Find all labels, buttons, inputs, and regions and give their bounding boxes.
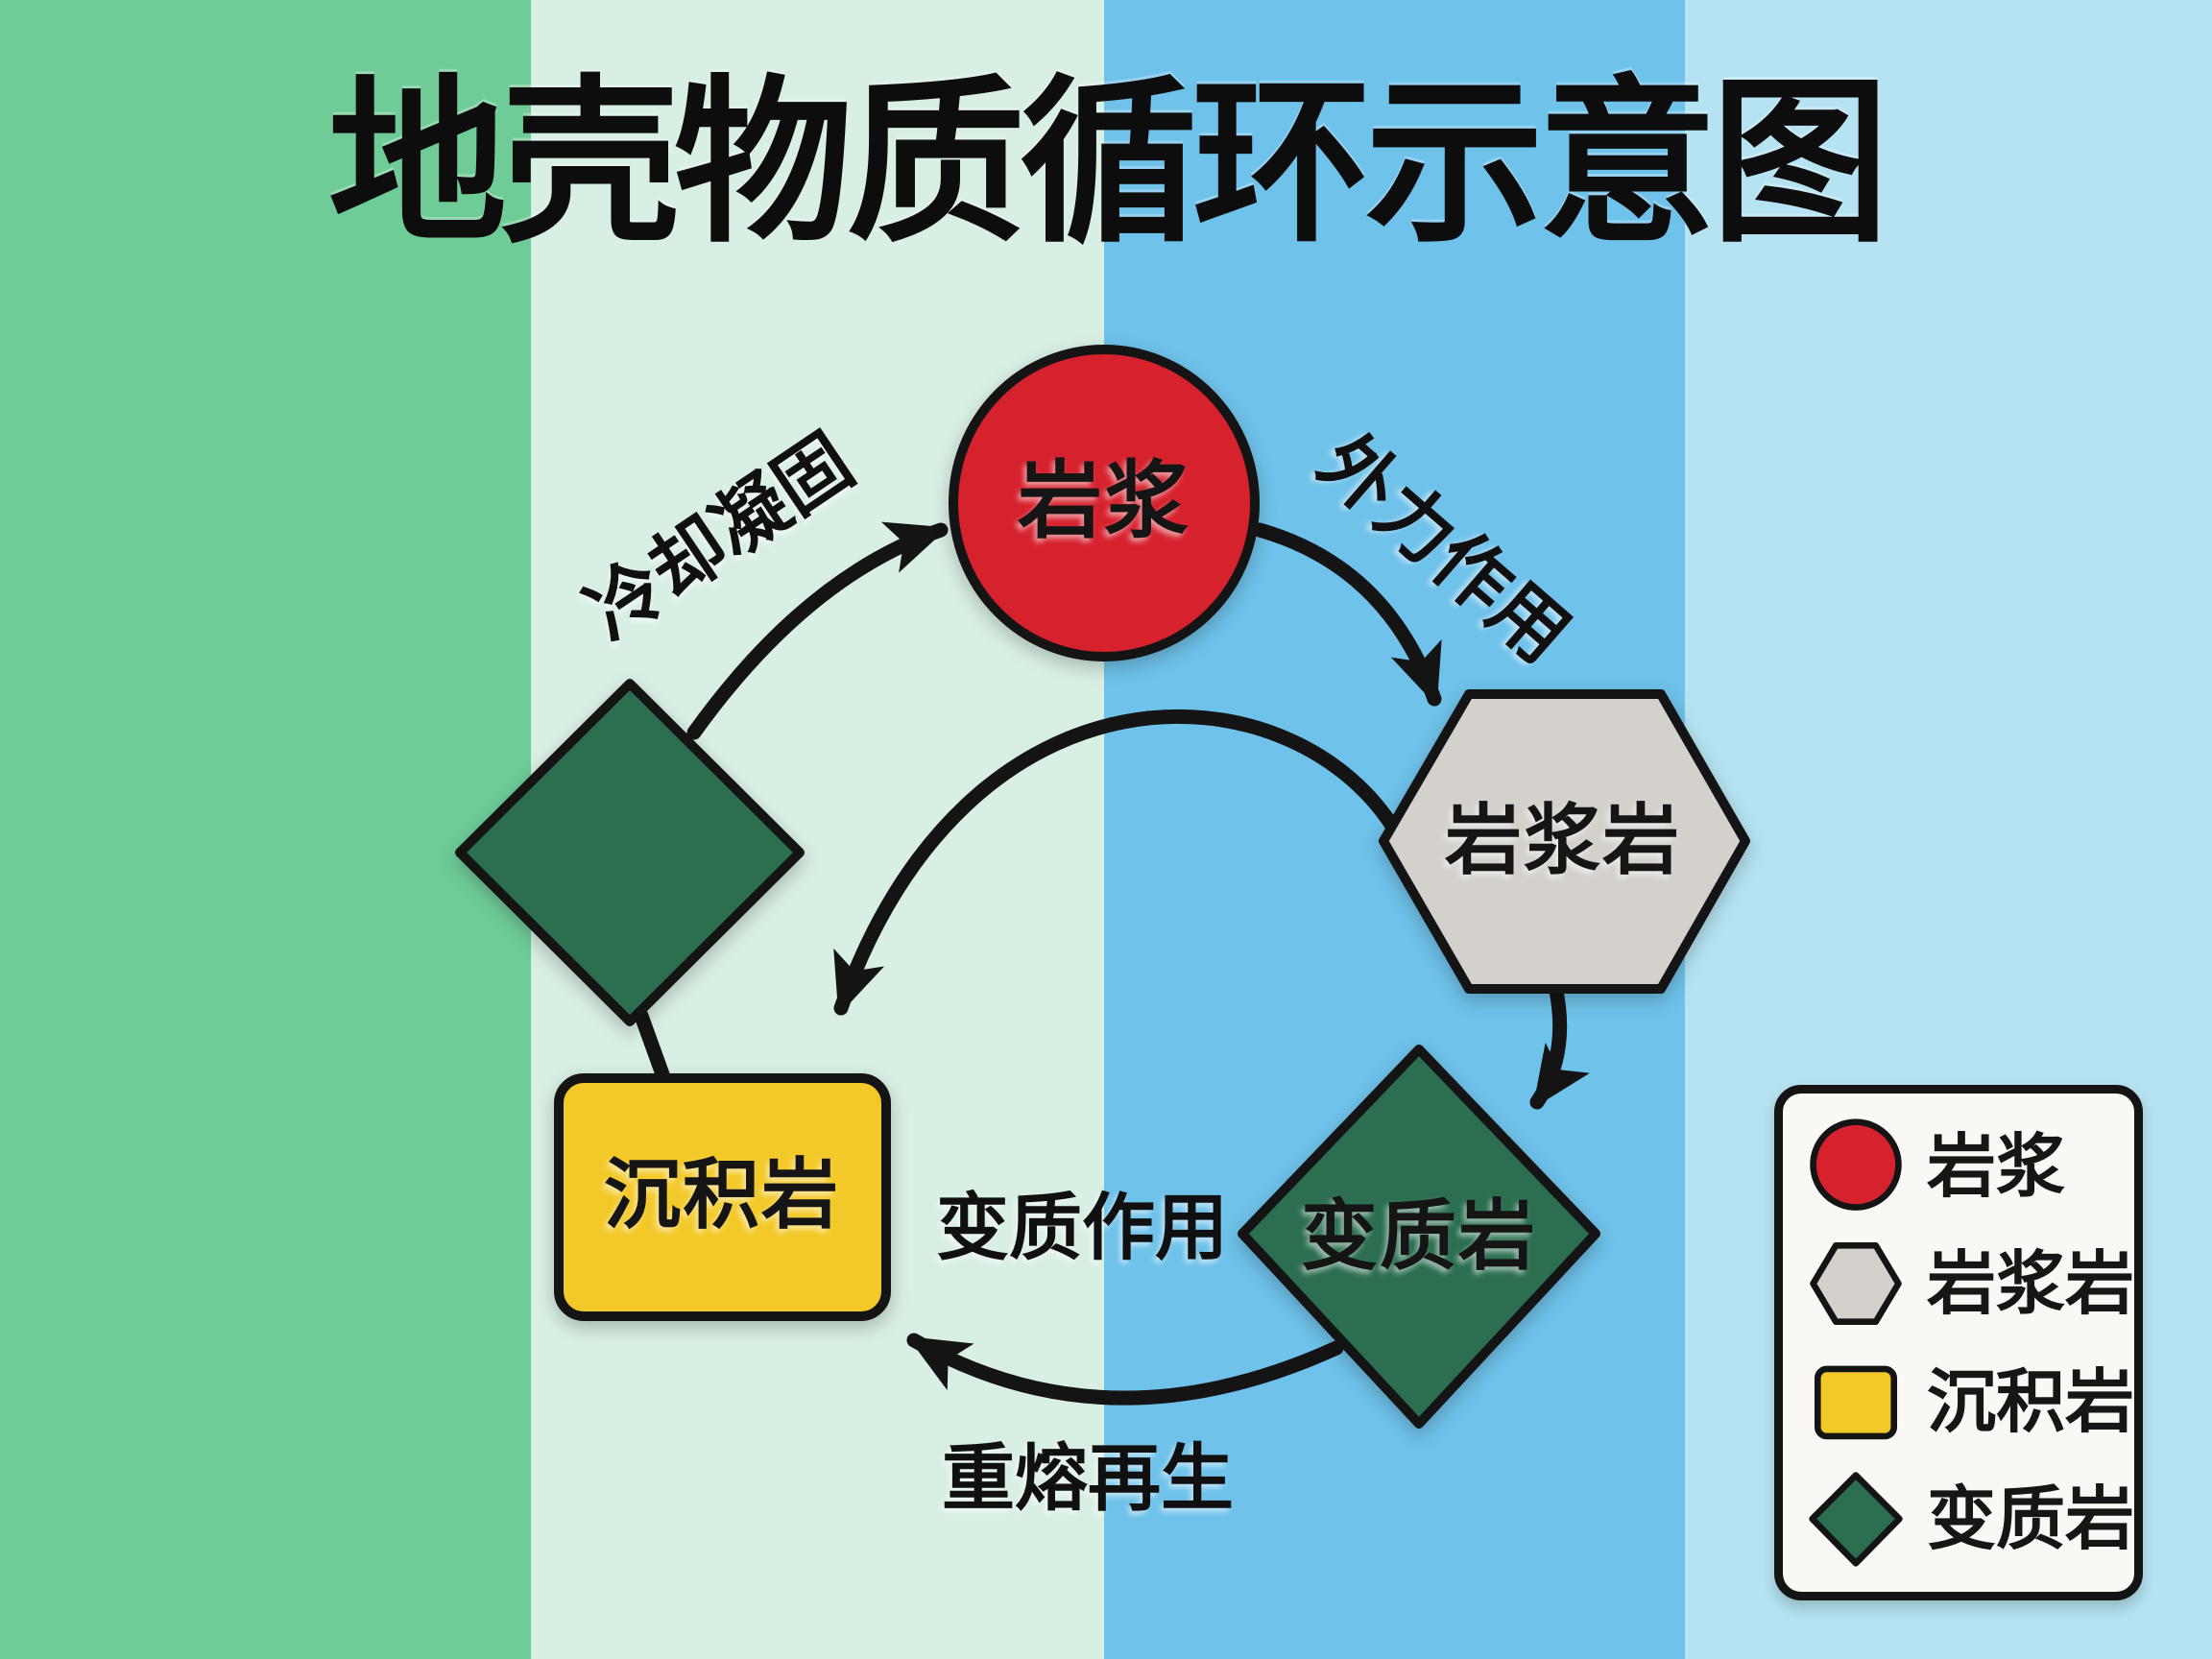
legend-item-magma: 岩浆 [1806, 1117, 2125, 1216]
node-label-sedimentary: 沉积岩 [604, 1150, 840, 1239]
square-icon [1814, 1365, 1898, 1439]
igneous-hexagon-shape [1379, 689, 1750, 994]
edge-remelting-arrow [906, 1333, 1344, 1406]
node-label-metamorphic: 变质岩 [1301, 1191, 1537, 1281]
legend-label-igneous: 岩浆岩 [1927, 1243, 2135, 1325]
page-title: 地壳物质循环示意图 [327, 59, 1889, 267]
legend-label-magma: 岩浆 [1927, 1126, 2066, 1208]
magma-circle-shape [949, 345, 1260, 661]
bg-stripe-green [0, 0, 531, 1659]
diamond-icon [1809, 1472, 1903, 1567]
node-label-igneous: 岩浆岩 [1445, 796, 1681, 885]
circle-icon [1810, 1118, 1902, 1212]
legend-item-igneous: 岩浆岩 [1806, 1234, 2134, 1334]
legend-box: 岩浆 岩浆岩 沉积岩 变质岩 [1774, 1085, 2143, 1600]
hexagon-icon [1810, 1242, 1902, 1326]
sedimentary-rect-shape [554, 1073, 891, 1321]
node-shapes [455, 345, 1750, 1429]
edge-center-cycle-arrow [833, 709, 1400, 1016]
edge-igneous-to-metamorphic-arrow [1529, 983, 1590, 1110]
legend-label-metamorphic: 变质岩 [1927, 1478, 2135, 1559]
edge-external-force-arrow [1252, 522, 1442, 707]
legend-label-sedimentary: 沉积岩 [1927, 1360, 2135, 1442]
legend-item-metamorphic: 变质岩 [1806, 1469, 2134, 1569]
metamorphic-diamond-upper-shape [455, 679, 805, 1026]
legend-item-sedimentary: 沉积岩 [1806, 1352, 2134, 1452]
edge-label-remelting: 重熔再生 [942, 1435, 1234, 1521]
edge-cooling-arrow [686, 521, 949, 740]
edge-label-metamorphism: 变质作用 [936, 1185, 1228, 1270]
node-label-magma: 岩浆 [1017, 451, 1191, 550]
edge-arrows [634, 521, 1590, 1406]
metamorphic-diamond-shape [1238, 1045, 1600, 1429]
